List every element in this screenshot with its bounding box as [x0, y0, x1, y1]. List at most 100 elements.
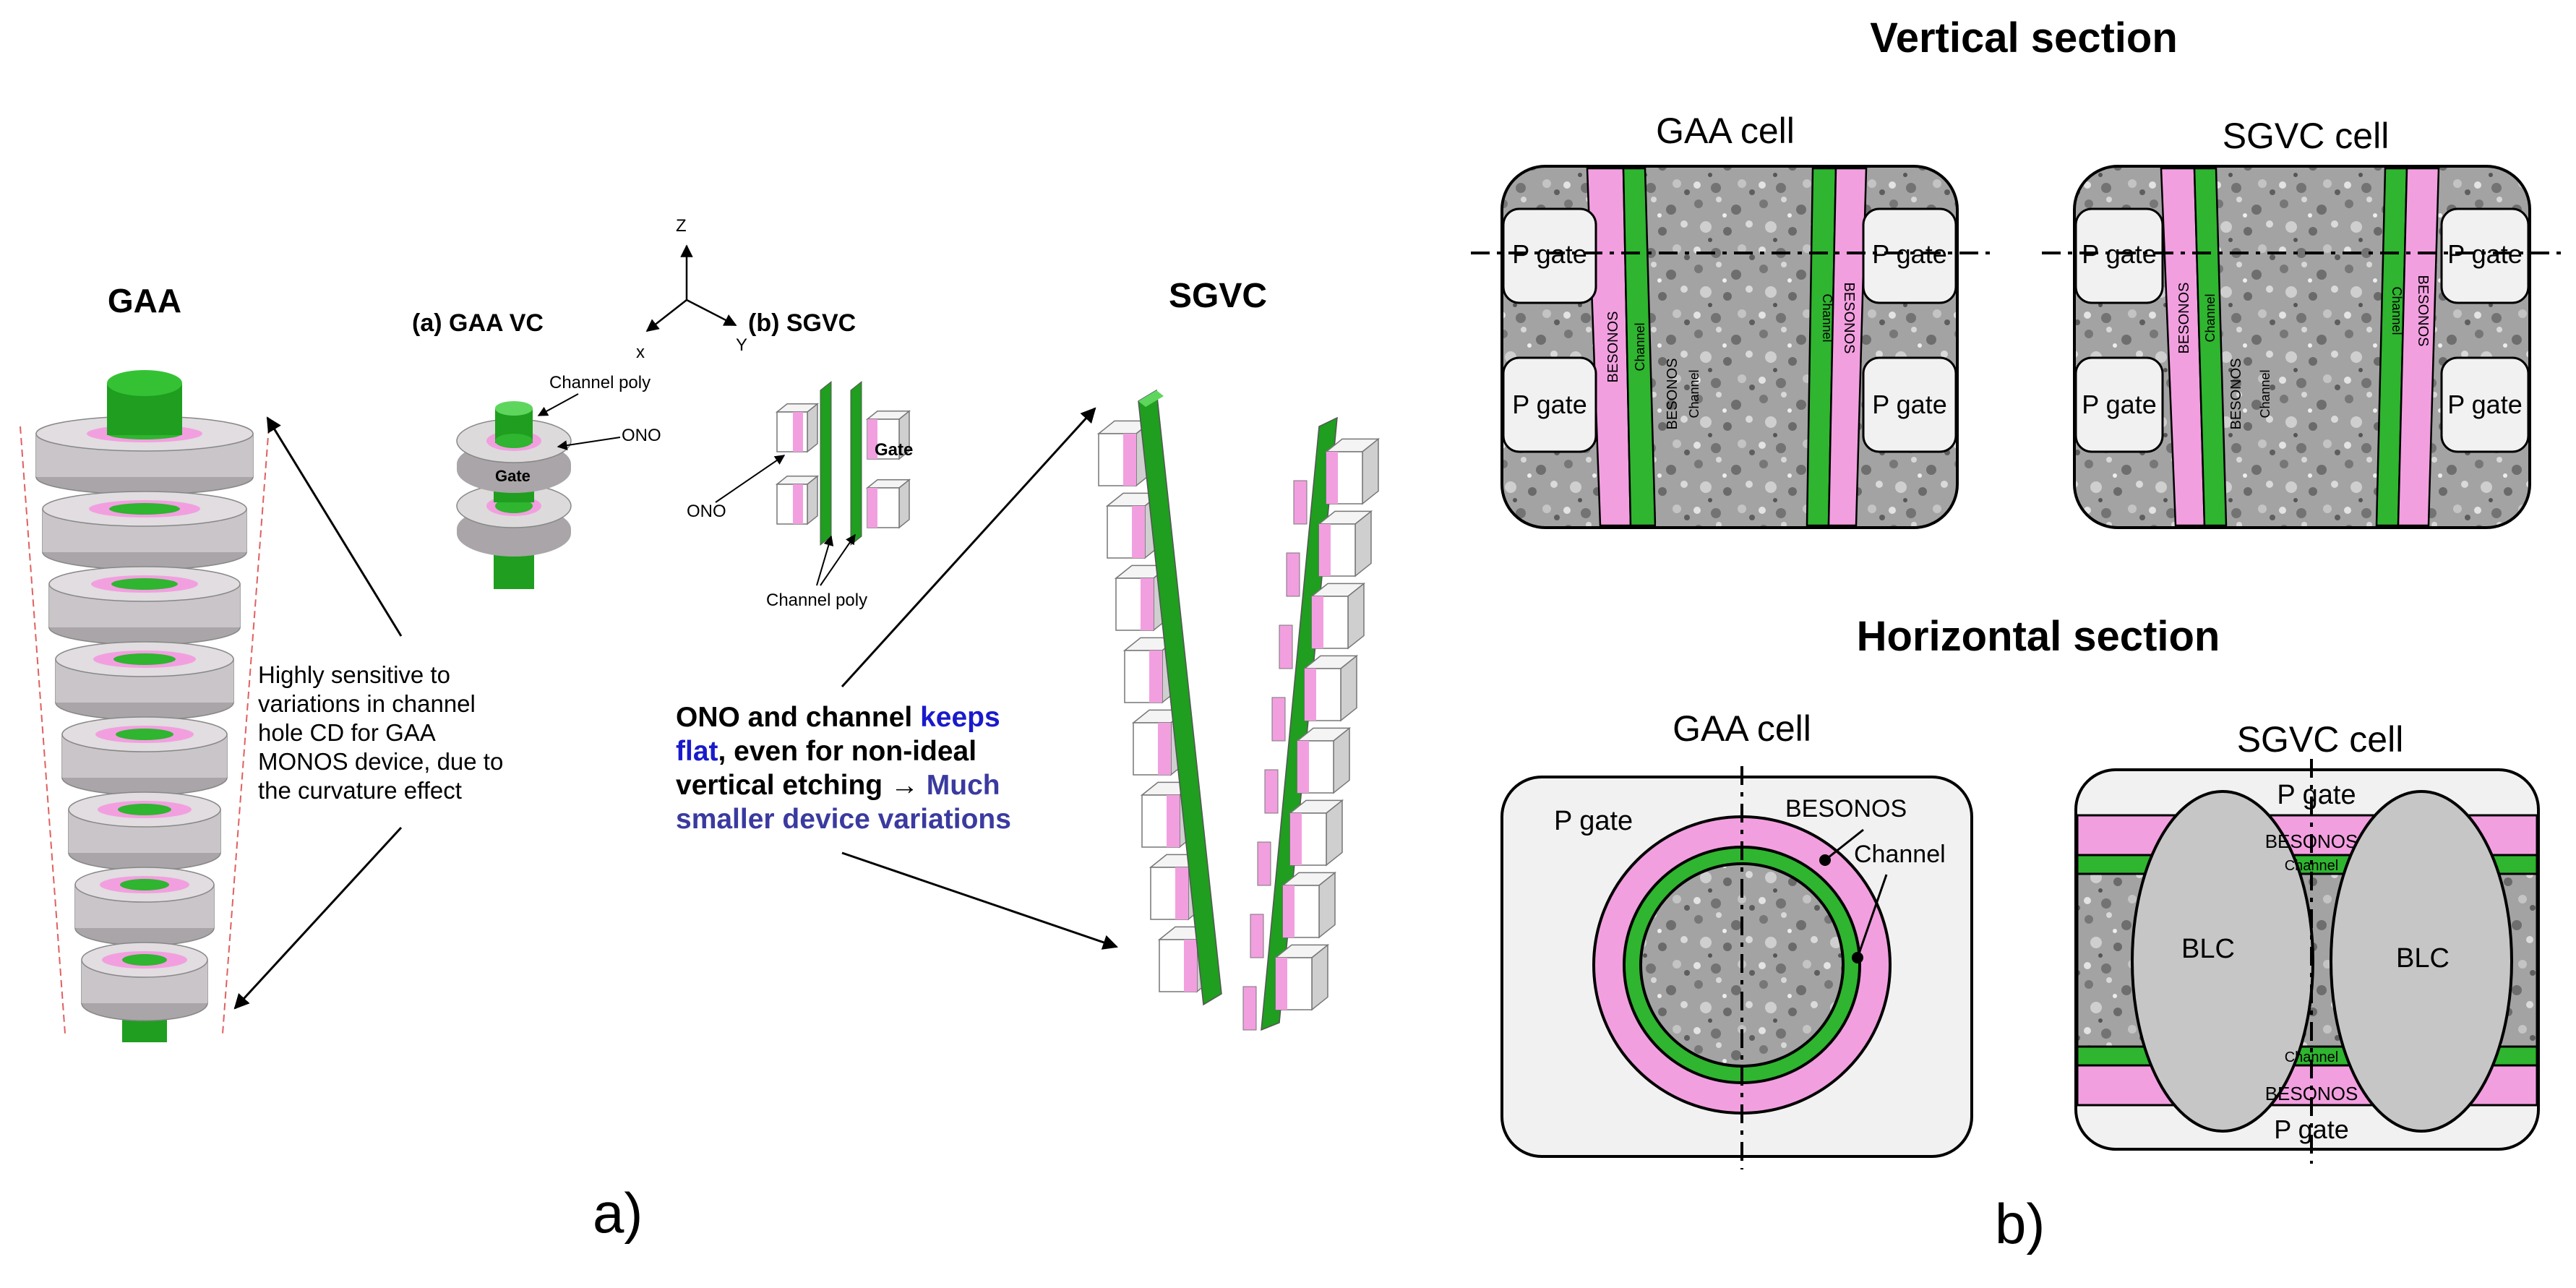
- channel-label: Channel: [1854, 841, 1946, 868]
- ono-strip: [1297, 741, 1309, 793]
- channel-poly-pointer-2: [820, 533, 856, 586]
- p-gate-label: P gate: [2274, 1115, 2348, 1144]
- p-gate-label: P gate: [2277, 780, 2356, 810]
- axis-z-label: Z: [676, 216, 687, 236]
- ono-label-sgvc: ONO: [687, 502, 726, 521]
- gaa-stack: [35, 370, 254, 1042]
- channel-band: [1622, 167, 1657, 527]
- gaa-note-line: Highly sensitive to: [258, 661, 450, 688]
- ono-strip: [1326, 452, 1338, 504]
- ono-strip: [1279, 624, 1293, 669]
- besonos-label: BESONOS: [2265, 830, 2358, 852]
- ono-strip: [1305, 669, 1316, 721]
- sgvc-note-highlight: flat: [676, 736, 718, 767]
- gaa-vc-label: (a) GAA VC: [412, 309, 544, 337]
- ono-strip: [1264, 769, 1279, 814]
- channel-poly-label-bottom: Channel poly: [766, 591, 867, 610]
- gaa-cell-label-vertical: GAA cell: [1656, 111, 1795, 151]
- vertical-sgvc-cell: P gate P gate P gate P gate BESONOS Chan…: [2042, 165, 2562, 529]
- panel-b: Vertical section GAA cell SGVC cell P ga…: [1471, 14, 2562, 1255]
- gaa-title: GAA: [108, 282, 181, 319]
- p-gate-box: [2074, 356, 2164, 453]
- channel-top: [122, 954, 167, 966]
- besonos-label: BESONOS: [1605, 312, 1621, 383]
- channel-strip: [820, 380, 832, 546]
- horizontal-gaa-cell: P gate BESONOS Channel: [1500, 766, 1973, 1169]
- channel-top: [109, 503, 180, 515]
- besonos-label: BESONOS: [1785, 795, 1907, 823]
- gate-label-small: Gate: [495, 467, 531, 485]
- sgvc-note-part: , even for non-ideal: [718, 736, 977, 767]
- ono-pointer-top: [557, 437, 621, 451]
- channel-pointer: [1856, 874, 1888, 958]
- p-gate-label: P gate: [2082, 390, 2156, 419]
- gaa-cell-label-horizontal: GAA cell: [1673, 708, 1811, 749]
- besonos-label: BESONOS: [1841, 283, 1857, 354]
- ono-strip: [1141, 578, 1154, 630]
- axis-x-label: x: [636, 343, 645, 362]
- besonos-label: BESONOS: [2176, 283, 2192, 354]
- ono-strip: [867, 488, 877, 528]
- p-gate-box: [1862, 207, 1957, 304]
- channel-poly-label-top: Channel poly: [549, 373, 651, 392]
- ono-strip: [1290, 813, 1302, 865]
- sgvc-note-part: ONO and channel: [676, 702, 920, 733]
- vertical-section-title: Vertical section: [1870, 14, 2178, 61]
- p-gate-label: P gate: [1872, 390, 1946, 419]
- ono-strip: [1276, 958, 1287, 1010]
- ono-strip: [1319, 524, 1331, 576]
- ono-strip: [1175, 867, 1188, 919]
- axis-x-line: [645, 299, 687, 332]
- p-gate-box: [2074, 207, 2164, 304]
- besonos-label: BESONOS: [2415, 275, 2431, 347]
- gaa-arrow-down: [233, 826, 403, 1010]
- ono-label-top: ONO: [622, 426, 661, 445]
- gaa-taper-line-right: [222, 426, 270, 1034]
- besonos-band: [2397, 167, 2440, 527]
- ono-pointer-sgvc: [715, 455, 786, 503]
- axis-y-label: Y: [736, 335, 747, 355]
- block-side: [807, 403, 818, 453]
- p-gate-box: [1502, 207, 1597, 304]
- ono-strip: [1167, 795, 1180, 847]
- channel-top: [111, 578, 178, 590]
- p-gate-box: [1862, 356, 1957, 453]
- p-gate-box: [2440, 207, 2530, 304]
- vertical-gaa-cell: P gate P gate P gate P gate BESONOS Chan…: [1471, 165, 1991, 529]
- besonos-label: BESONOS: [2228, 359, 2244, 430]
- channel-pointer-dot: [1852, 952, 1863, 963]
- sgvc-title: SGVC: [1169, 277, 1267, 315]
- sgvc-small-label: (b) SGVC: [748, 309, 856, 337]
- ono-strip: [1312, 596, 1323, 648]
- sgvc-note-highlight: smaller device variations: [676, 804, 1011, 835]
- gaa-note-line: the curvature effect: [258, 777, 462, 804]
- channel-cap: [107, 370, 182, 396]
- channel-strip-top: [1138, 390, 1164, 407]
- blc-ellipse: [2330, 790, 2513, 1133]
- sgvc-cell-label-horizontal: SGVC cell: [2237, 719, 2404, 760]
- channel-label: Channel: [2258, 369, 2272, 418]
- besonos-band: [1827, 167, 1868, 527]
- channel-top: [113, 653, 176, 665]
- blc-label: BLC: [2181, 934, 2235, 964]
- ono-strip: [793, 412, 803, 452]
- block-side: [898, 478, 910, 529]
- channel-label: Channel: [1820, 293, 1834, 342]
- sgvc-big-structure: [1096, 389, 1381, 1031]
- sgvc-note-highlight: Much: [919, 770, 1000, 801]
- channel-poly-pointer-1: [816, 535, 834, 586]
- blc-label: BLC: [2396, 943, 2450, 974]
- gate-label-sgvc: Gate: [875, 440, 913, 460]
- ono-strip: [1250, 914, 1264, 958]
- ono-strip: [867, 419, 877, 459]
- channel-top: [118, 804, 171, 815]
- sgvc-note: ONO and channel keeps flat, even for non…: [676, 702, 1011, 835]
- channel-label: Channel: [2390, 286, 2404, 335]
- p-gate-label: P gate: [2447, 390, 2522, 419]
- gaa-arrow-up: [266, 416, 403, 637]
- p-gate-label: P gate: [1872, 239, 1946, 269]
- ono-strip: [1283, 885, 1295, 937]
- channel-label: Channel: [1633, 322, 1647, 371]
- ono-strip: [1158, 723, 1171, 775]
- gaa-vc-small-cell: [456, 401, 572, 589]
